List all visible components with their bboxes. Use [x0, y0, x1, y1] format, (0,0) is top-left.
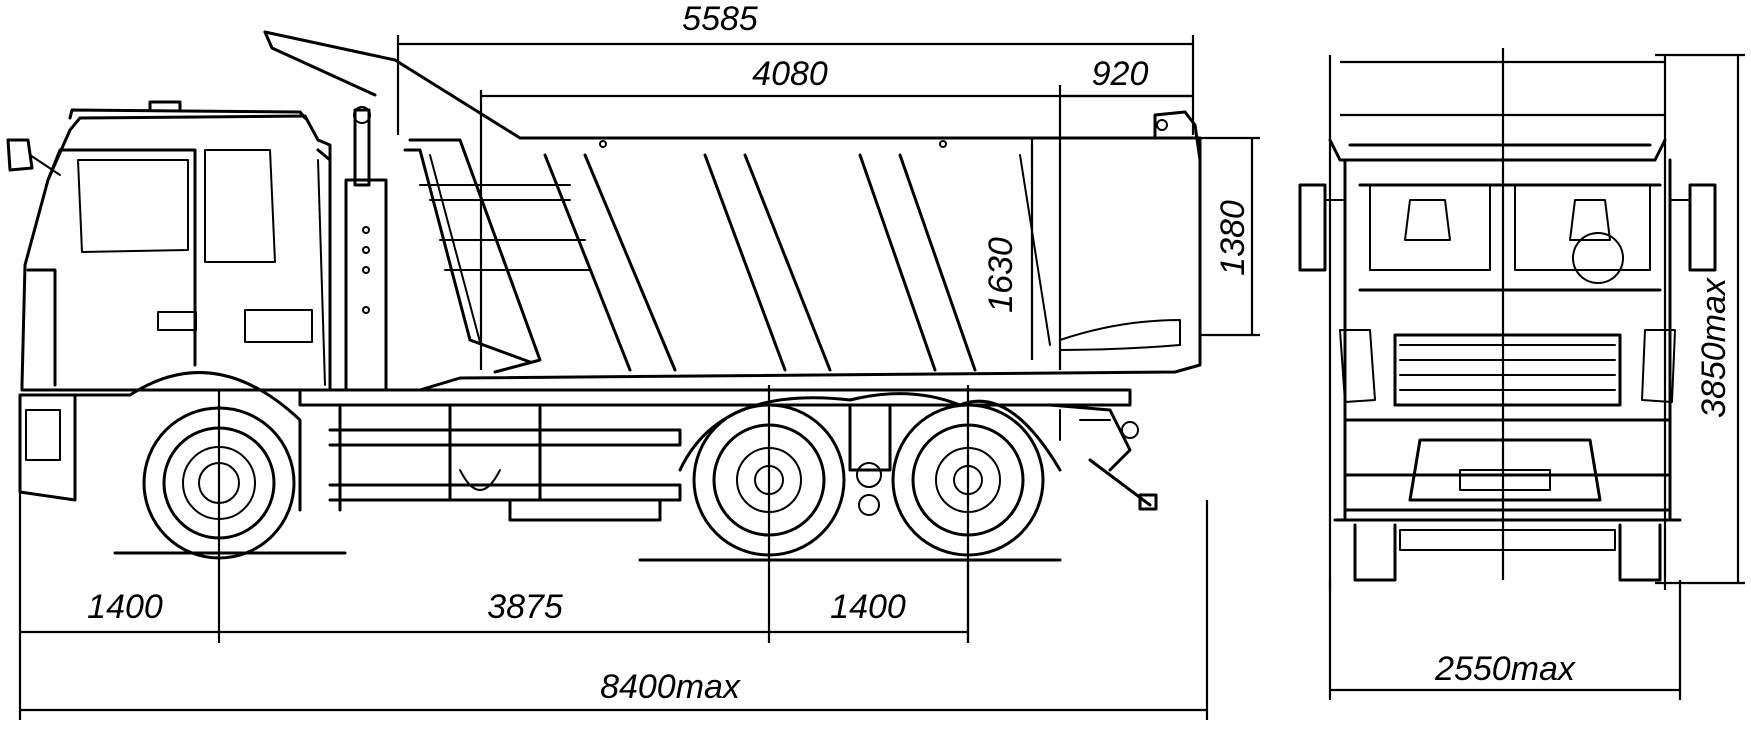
dim-label-side-height: 1380	[1214, 200, 1252, 276]
dump-body	[263, 30, 1202, 392]
front-view	[1298, 48, 1745, 700]
side-view	[6, 30, 1260, 720]
dim-label-body-height: 1630	[982, 237, 1020, 313]
hydraulic-lift	[344, 106, 388, 392]
dim-label-total-length: 8400max	[600, 668, 741, 706]
dim-label-rear-axle-spacing: 1400	[830, 588, 906, 626]
cab	[6, 100, 332, 502]
chassis	[298, 388, 1158, 522]
dim-label-total-width: 2550max	[1434, 650, 1576, 688]
dim-label-front-overhang: 1400	[87, 588, 163, 626]
front-wheel	[73, 371, 302, 560]
dim-label-overall-top: 5585	[682, 0, 758, 38]
rear-wheels	[678, 392, 1062, 557]
dim-label-total-height: 3850max	[1695, 277, 1733, 418]
dim-label-wheelbase: 3875	[487, 588, 563, 626]
dim-label-rear-offset: 920	[1092, 55, 1149, 93]
dim-label-body-length: 4080	[752, 55, 828, 93]
